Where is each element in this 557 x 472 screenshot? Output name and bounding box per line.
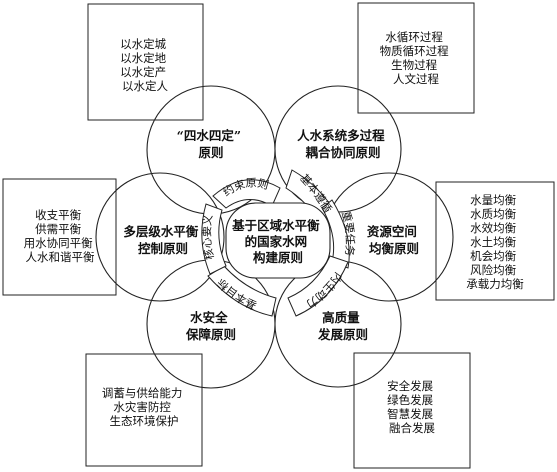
box-line: 收支平衡 xyxy=(35,208,81,222)
box-line: 以水定产 xyxy=(120,65,166,79)
box-line: 水循环过程 xyxy=(385,30,443,44)
box-line: 机会均衡 xyxy=(470,249,516,263)
principle-top-right: 人水系统多过程 耦合协同原则 xyxy=(297,128,389,160)
box-line: 风险均衡 xyxy=(470,263,516,277)
center-title: 基于区域水平衡 的国家水网 构建原则 xyxy=(231,218,324,265)
center-line: 构建原则 xyxy=(253,250,303,265)
box-line: 承载力均衡 xyxy=(466,277,524,291)
box-bottom-right: 安全发展 绿色发展 智慧发展 融合发展 xyxy=(353,352,471,469)
circle-left xyxy=(95,172,225,302)
box-line: 以水定城 xyxy=(120,37,166,51)
principle-line: 发展原则 xyxy=(317,327,368,342)
connector-bg-left xyxy=(201,203,227,275)
box-line: 人文过程 xyxy=(393,72,439,86)
principle-line: 人水系统多过程 xyxy=(297,128,385,143)
box-line: 安全发展 xyxy=(387,379,433,393)
principle-line: 均衡原则 xyxy=(369,241,419,256)
box-line: 生态环境保护 xyxy=(110,414,179,428)
connector-bg-top xyxy=(212,179,281,209)
principle-bottom-right: 高质量 发展原则 xyxy=(317,310,368,342)
principle-right: 资源空间 均衡原则 xyxy=(367,224,421,256)
box-bottom-right-lines: 安全发展 绿色发展 智慧发展 融合发展 xyxy=(387,379,437,435)
center-hub: 基于区域水平衡 的国家水网 构建原则 xyxy=(225,202,331,279)
box-bottom-left-lines: 调蓄与供给能力 水灾害防控 生态环境保护 xyxy=(102,386,186,428)
box-line: 供需平衡 xyxy=(35,222,81,236)
principle-line: 控制原则 xyxy=(138,241,188,256)
box-left: 收支平衡 供需平衡 用水协同平衡 人水和谐平衡 xyxy=(2,178,117,296)
box-top-right-lines: 水循环过程 物质循环过程 生物过程 人文过程 xyxy=(380,30,453,86)
box-right: 水量均衡 水质均衡 水效均衡 水土均衡 机会均衡 风险均衡 承载力均衡 xyxy=(435,181,555,301)
box-line: 调蓄与供给能力 xyxy=(102,386,183,400)
principle-left: 多层级水平衡 控制原则 xyxy=(123,224,202,256)
principle-line: “四水四定” xyxy=(177,128,241,143)
center-shape xyxy=(225,202,331,279)
principle-top-left: “四水四定” 原则 xyxy=(177,128,246,160)
principle-line: 高质量 xyxy=(322,310,360,325)
principle-line: 原则 xyxy=(198,145,223,160)
box-line: 智慧发展 xyxy=(387,407,433,421)
box-line: 水土均衡 xyxy=(470,235,516,249)
box-line: 融合发展 xyxy=(389,421,435,435)
box-line: 用水协同平衡 xyxy=(24,236,93,250)
box-right-lines: 水量均衡 水质均衡 水效均衡 水土均衡 机会均衡 风险均衡 承载力均衡 xyxy=(466,193,524,291)
box-top-left: 以水定城 以水定地 以水定产 以水定人 xyxy=(87,3,204,121)
box-line: 以水定地 xyxy=(120,51,166,65)
box-line: 人水和谐平衡 xyxy=(26,250,95,264)
box-top-left-lines: 以水定城 以水定地 以水定产 以水定人 xyxy=(120,37,170,93)
principle-bottom-left: 水安全 保障原则 xyxy=(185,310,236,342)
box-line: 生物过程 xyxy=(391,58,437,72)
principle-line: 多层级水平衡 xyxy=(123,224,199,239)
principle-line: 资源空间 xyxy=(367,224,417,239)
center-line: 的国家水网 xyxy=(245,234,308,249)
box-line: 绿色发展 xyxy=(387,393,433,407)
principle-line: 耦合协同原则 xyxy=(305,145,380,160)
box-bottom-left: 调蓄与供给能力 水灾害防控 生态环境保护 xyxy=(85,353,203,467)
box-line: 物质循环过程 xyxy=(380,44,449,58)
box-line: 水灾害防控 xyxy=(113,400,171,414)
box-line: 水量均衡 xyxy=(470,193,516,207)
box-line: 以水定人 xyxy=(122,79,168,93)
box-line: 水质均衡 xyxy=(470,207,516,221)
box-left-lines: 收支平衡 供需平衡 用水协同平衡 人水和谐平衡 xyxy=(24,208,97,264)
box-top-right: 水循环过程 物质循环过程 生物过程 人文过程 xyxy=(357,2,475,114)
principle-line: 保障原则 xyxy=(185,327,236,342)
center-line: 基于区域水平衡 xyxy=(231,218,320,233)
principle-line: 水安全 xyxy=(190,310,228,325)
box-line: 水效均衡 xyxy=(470,221,516,235)
connector-bg-bottom-right xyxy=(287,255,349,317)
